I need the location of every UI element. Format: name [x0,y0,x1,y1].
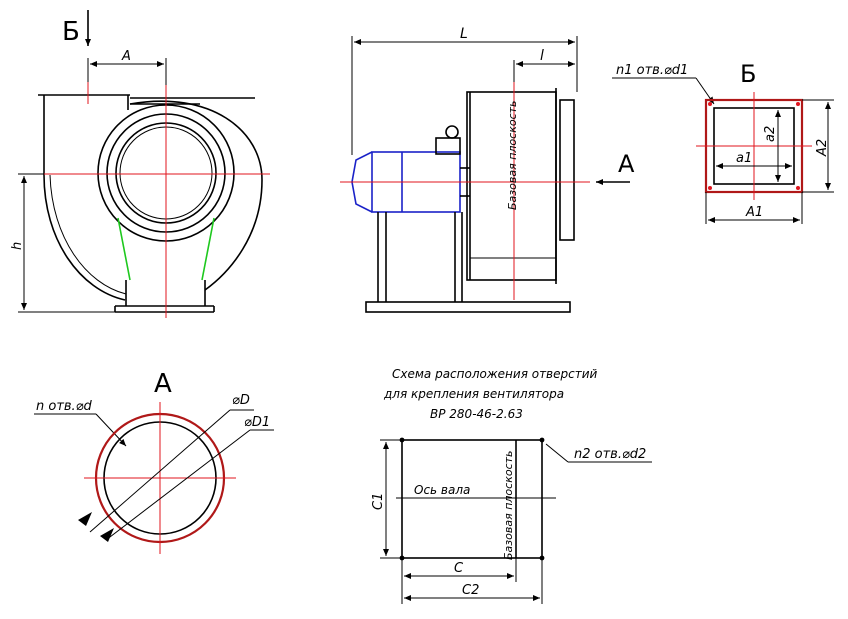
view-b: Б n1 отв.⌀d1 a1 a2 A2 A1 [612,60,834,224]
dim-a1-big-label: A1 [745,205,763,220]
dim-h-label: h [10,242,25,250]
view-b-title: Б [740,60,756,88]
dim-c2-label: C2 [462,583,479,598]
view-a-title: A [154,369,172,399]
dim-d-arrow [78,512,92,526]
mount-hole [539,437,545,443]
transition-left [117,217,131,281]
dim-d1-arrow [100,528,114,542]
corner-hole [708,102,712,106]
dim-small-l-label: l [540,48,544,64]
dim-l-label: L [460,26,468,42]
volute-outer-right [129,100,263,291]
motor-terminal-box [435,137,461,155]
frame-base-plate [365,301,571,313]
dim-d1-label: ⌀D1 [244,415,270,430]
dim-d1-leader [105,429,251,541]
scheme-frame [401,439,543,559]
dim-a2-big-label: A2 [815,139,830,157]
shaft-axis-label: Ось вала [414,483,470,497]
side-view: L l Базовая плоскость A [340,26,635,313]
holes-n2-label: n2 отв.⌀d2 [574,447,646,462]
dim-d-label: ⌀D [232,393,250,408]
dim-d-leader [89,409,231,533]
dim-a2-label: a2 [763,126,778,142]
front-view: Б A [10,10,270,318]
motor-lifting-eye [445,125,459,139]
scheme-title-line1: Схема расположения отверстий [392,367,598,381]
corner-hole [708,186,712,190]
holes-n-label: n отв.⌀d [36,399,93,414]
dim-a-label: A [121,49,131,64]
holes-n2-leader [545,443,569,463]
corner-hole [796,186,800,190]
view-b-marker-label: Б [62,17,80,47]
dim-c1-label: C1 [371,493,386,510]
holes-n1-label: n1 отв.⌀d1 [616,63,688,78]
view-a-arrow-label: A [618,150,635,178]
dim-a1-label: a1 [736,151,752,166]
scheme-title-line3: ВР 280-46-2.63 [430,407,523,421]
scheme-title-line2: для крепления вентилятора [383,387,564,401]
dim-c-label: C [454,561,464,576]
corner-hole [796,102,800,106]
volute-inner-left [49,174,127,295]
volute-outer-left [43,174,126,301]
transition-right [201,217,215,281]
base-plane-scheme-label: Базовая плоскость [502,450,515,560]
mounting-scheme: Схема расположения отверстий для креплен… [371,367,652,604]
view-a: A n отв.⌀d ⌀D ⌀D1 [34,369,274,554]
outlet-flange [559,99,575,241]
base-plane-label: Базовая плоскость [506,100,519,210]
holes-n-leader [95,413,127,447]
